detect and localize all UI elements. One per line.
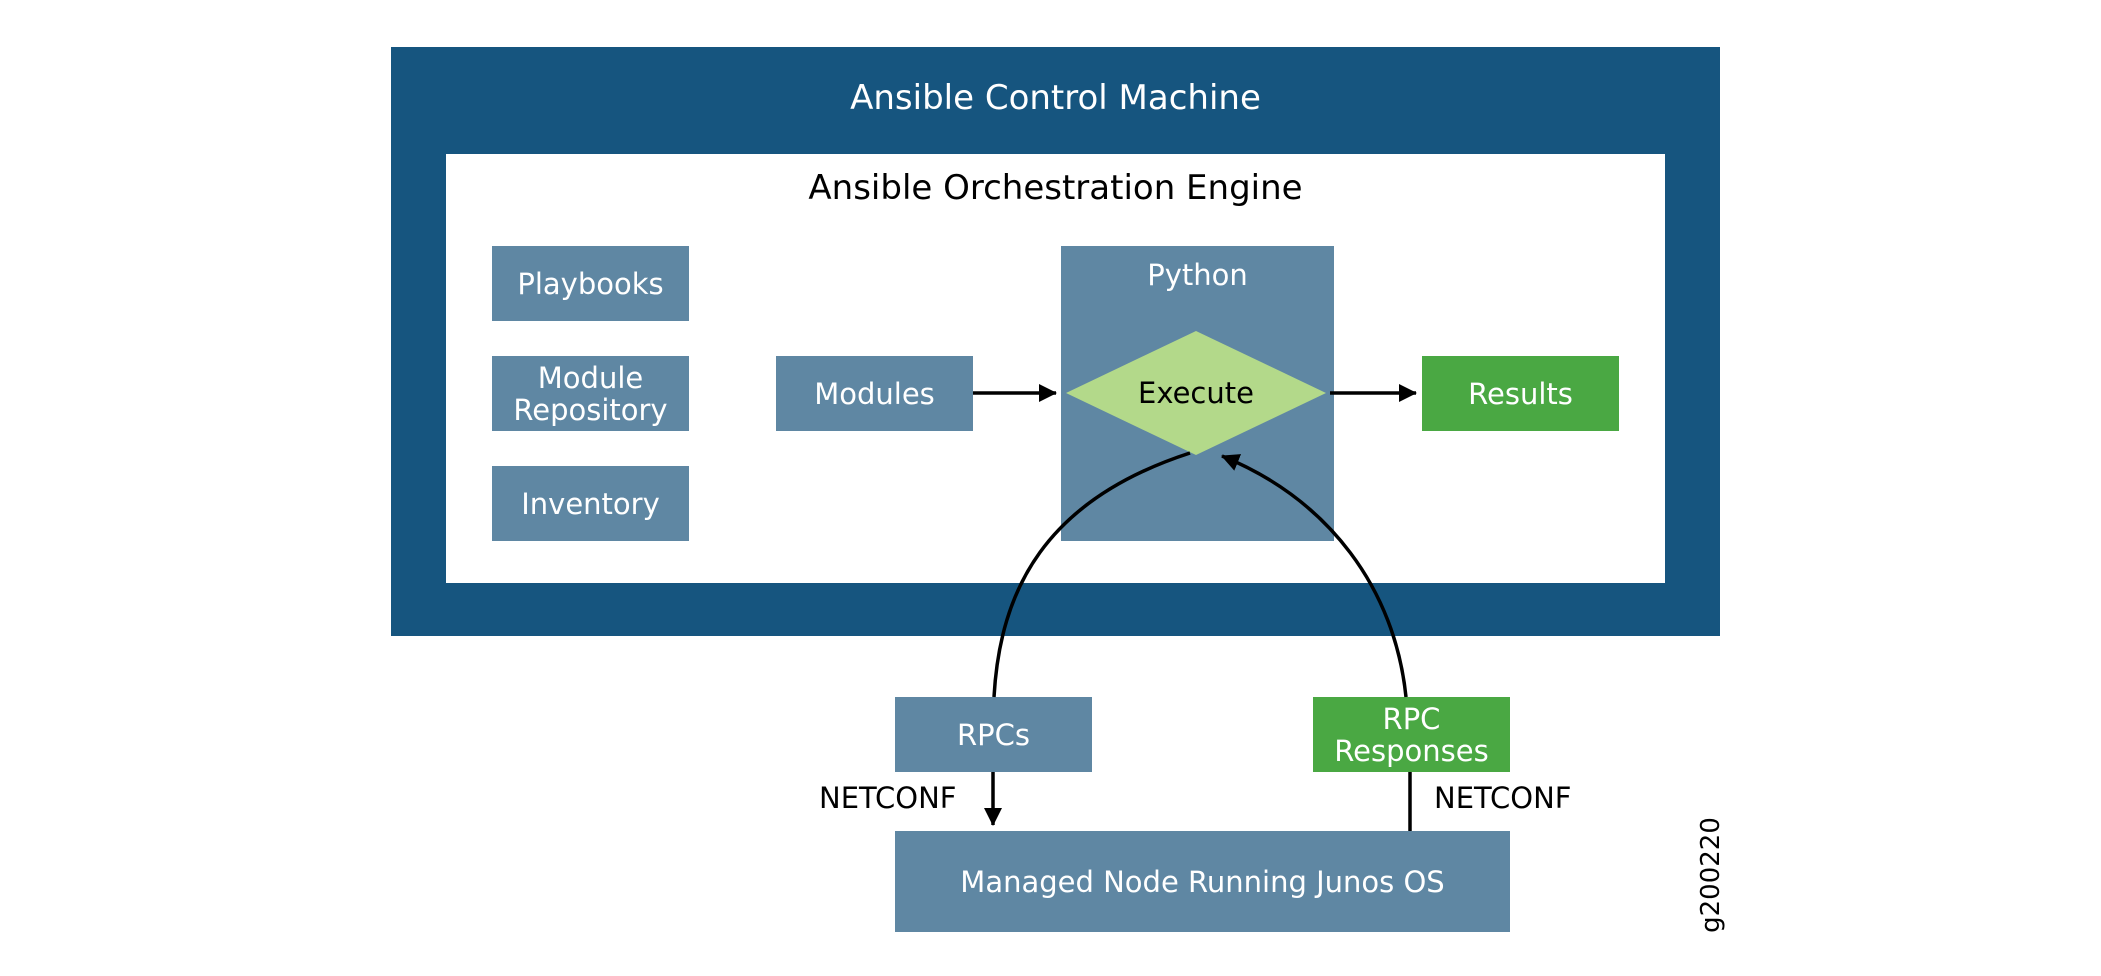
- playbooks-box: Playbooks: [492, 246, 689, 321]
- orchestration-engine-title: Ansible Orchestration Engine: [808, 168, 1303, 208]
- modules-box: Modules: [776, 356, 973, 431]
- rpc-responses-label: RPC Responses: [1334, 701, 1489, 768]
- managed-node-label: Managed Node Running Junos OS: [960, 864, 1445, 899]
- figure-id: g200220: [1696, 817, 1726, 933]
- managed-node-box: Managed Node Running Junos OS: [895, 831, 1510, 932]
- rpcs-box: RPCs: [895, 697, 1092, 772]
- module-repository-box: Module Repository: [492, 356, 689, 431]
- control-machine-title: Ansible Control Machine: [850, 78, 1261, 118]
- rpcs-label: RPCs: [957, 717, 1030, 752]
- modules-label: Modules: [814, 376, 935, 411]
- results-label: Results: [1468, 376, 1573, 411]
- execute-diamond: [1066, 331, 1326, 455]
- netconf-left-label: NETCONF: [819, 781, 957, 815]
- netconf-right-label: NETCONF: [1434, 781, 1572, 815]
- results-box: Results: [1422, 356, 1619, 431]
- inventory-label: Inventory: [521, 486, 660, 521]
- execute-label: Execute: [1138, 376, 1254, 410]
- playbooks-label: Playbooks: [517, 266, 664, 301]
- rpc-responses-box: RPC Responses: [1313, 697, 1510, 772]
- python-label: Python: [1147, 258, 1248, 292]
- module-repository-label: Module Repository: [513, 360, 668, 427]
- inventory-box: Inventory: [492, 466, 689, 541]
- rpc-responses-to-execute-curve: [1221, 454, 1408, 698]
- execute-to-rpcs-curve: [992, 451, 1191, 698]
